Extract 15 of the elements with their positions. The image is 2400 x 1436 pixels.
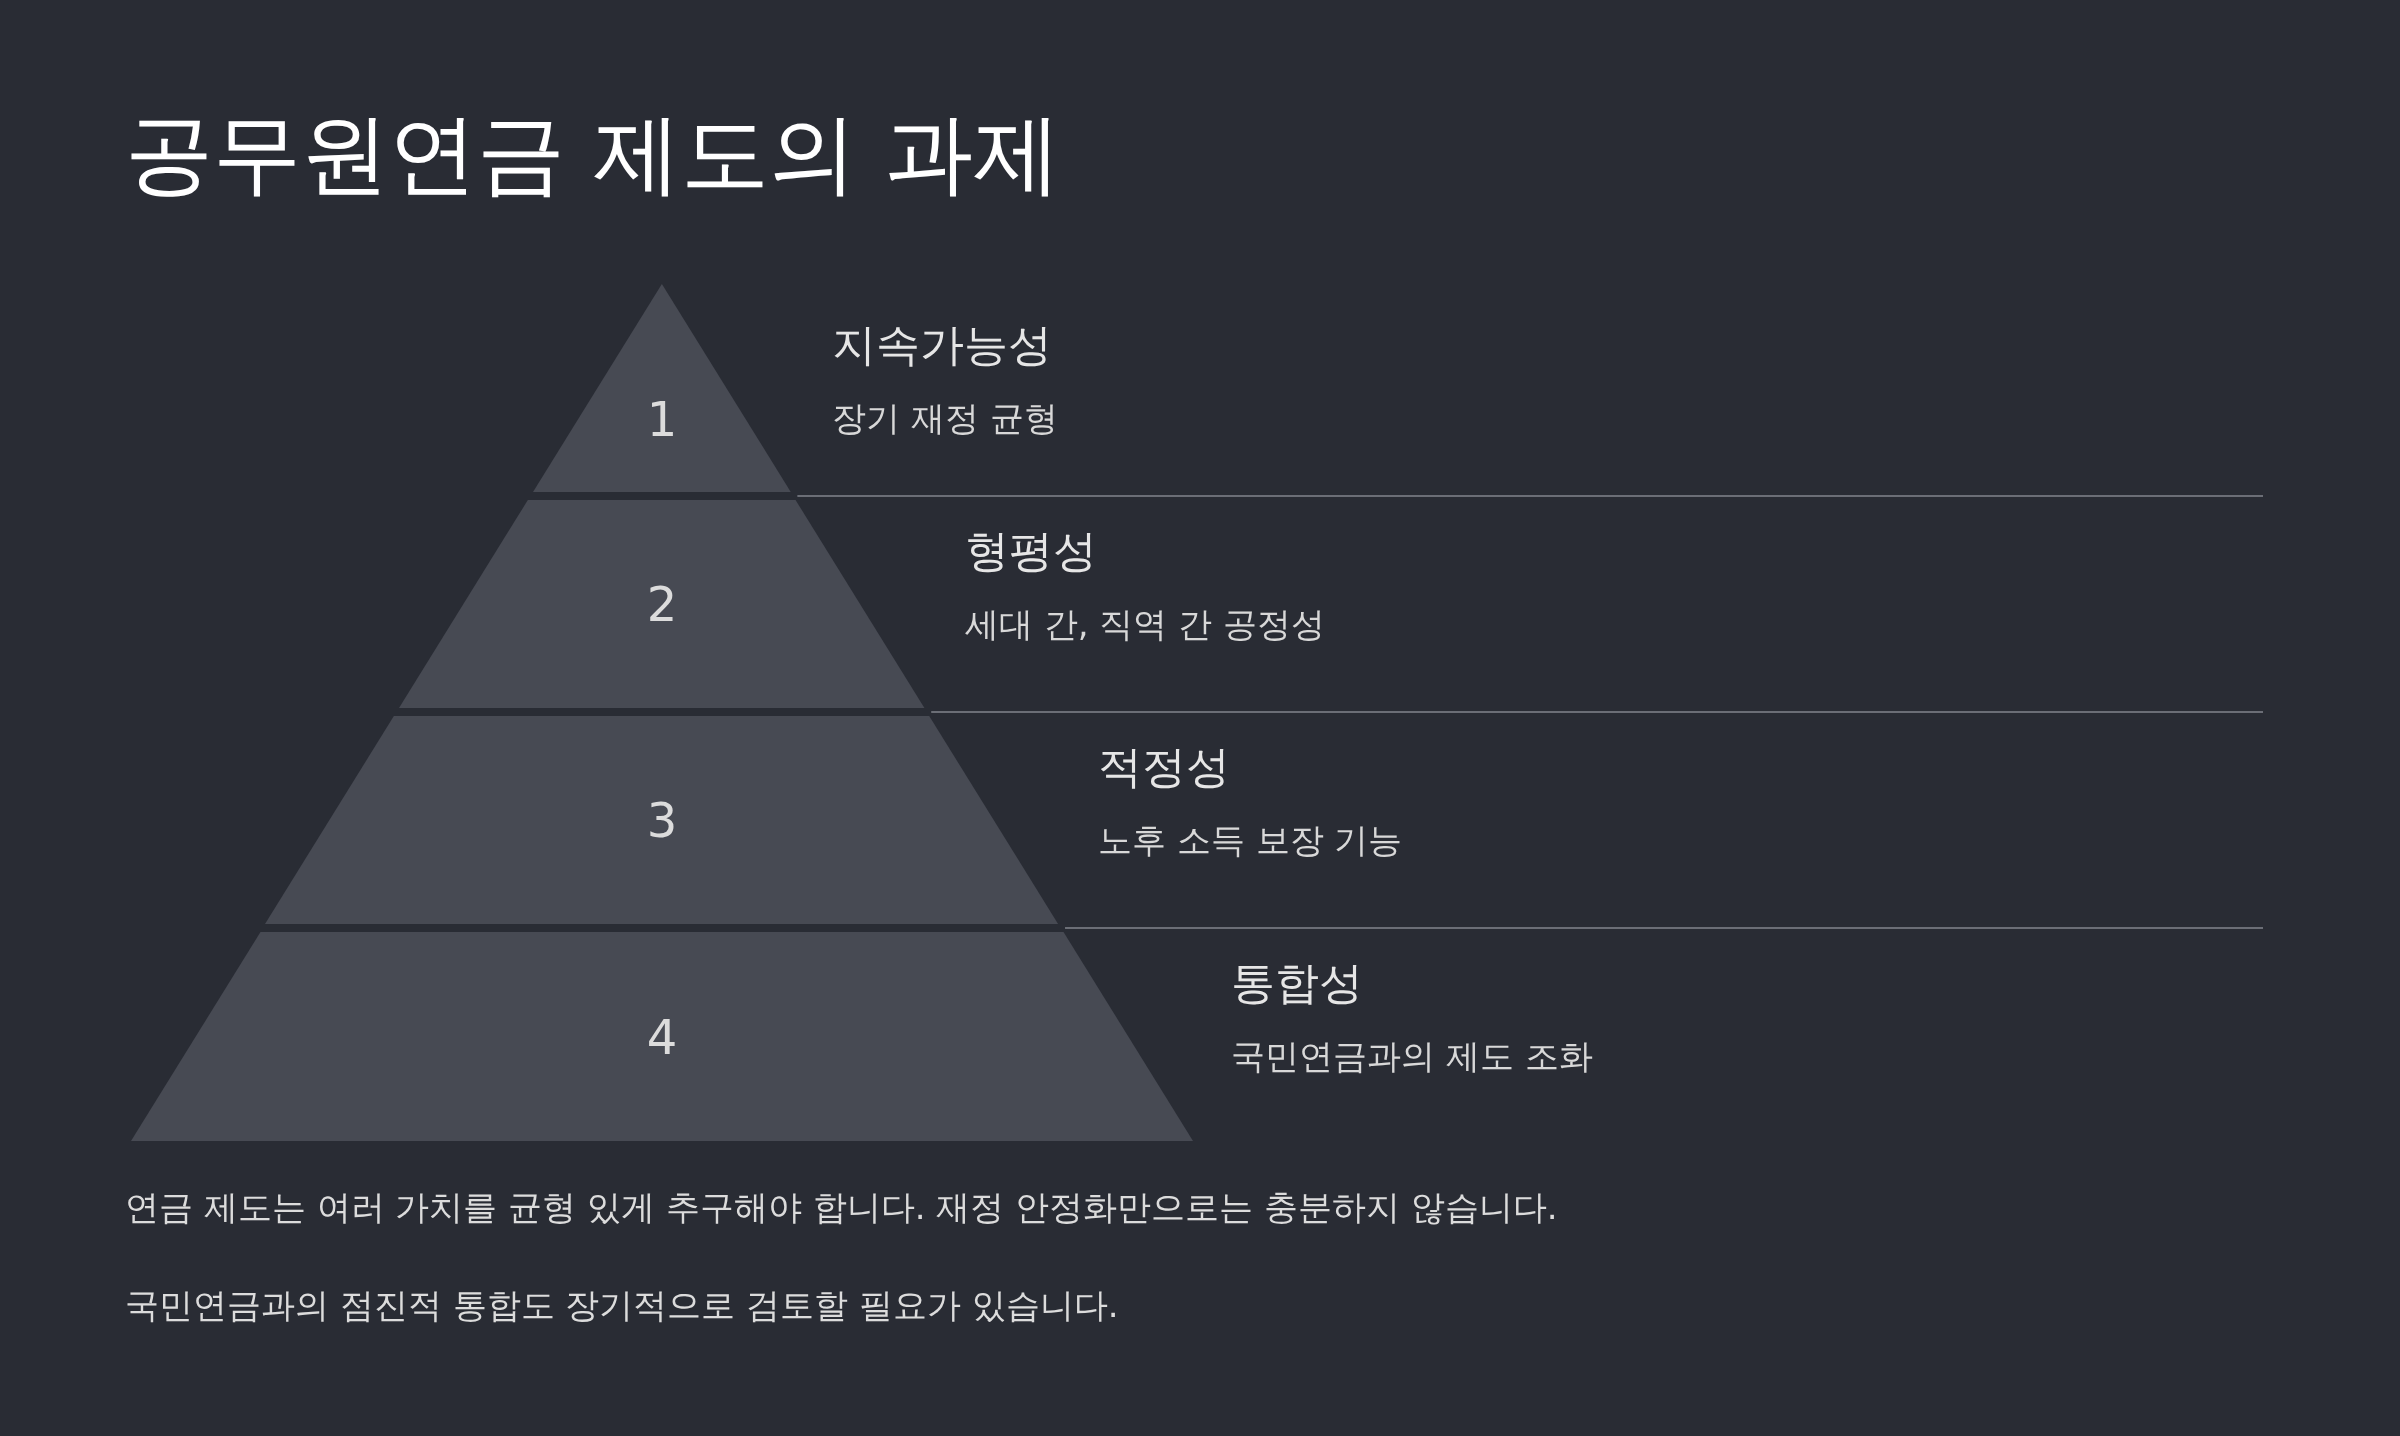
level-description: 장기 재정 균형 xyxy=(832,397,1058,440)
level-number: 2 xyxy=(646,576,678,632)
level-heading: 형평성 xyxy=(965,524,1097,578)
level-description: 노후 소득 보장 기능 xyxy=(1098,819,1403,862)
level-number: 4 xyxy=(646,1008,678,1065)
title: 공무원연금 제도의 과제 xyxy=(125,101,1061,207)
note-text: 국민연금과의 점진적 통합도 장기적으로 검토할 필요가 있습니다. xyxy=(125,1284,1119,1327)
level-heading: 통합성 xyxy=(1231,956,1363,1010)
level-number: 1 xyxy=(646,391,678,448)
note-text: 연금 제도는 여러 가치를 균형 있게 추구해야 합니다. 재정 안정화만으로는 충분하지 않습니다. xyxy=(125,1186,1558,1229)
level-description: 국민연금과의 제도 조화 xyxy=(1231,1035,1593,1078)
level-heading: 적정성 xyxy=(1098,740,1230,794)
level-number: 3 xyxy=(646,792,678,848)
level-description: 세대 간, 직역 간 공정성 xyxy=(965,603,1326,646)
level-heading: 지속가능성 xyxy=(832,318,1052,372)
